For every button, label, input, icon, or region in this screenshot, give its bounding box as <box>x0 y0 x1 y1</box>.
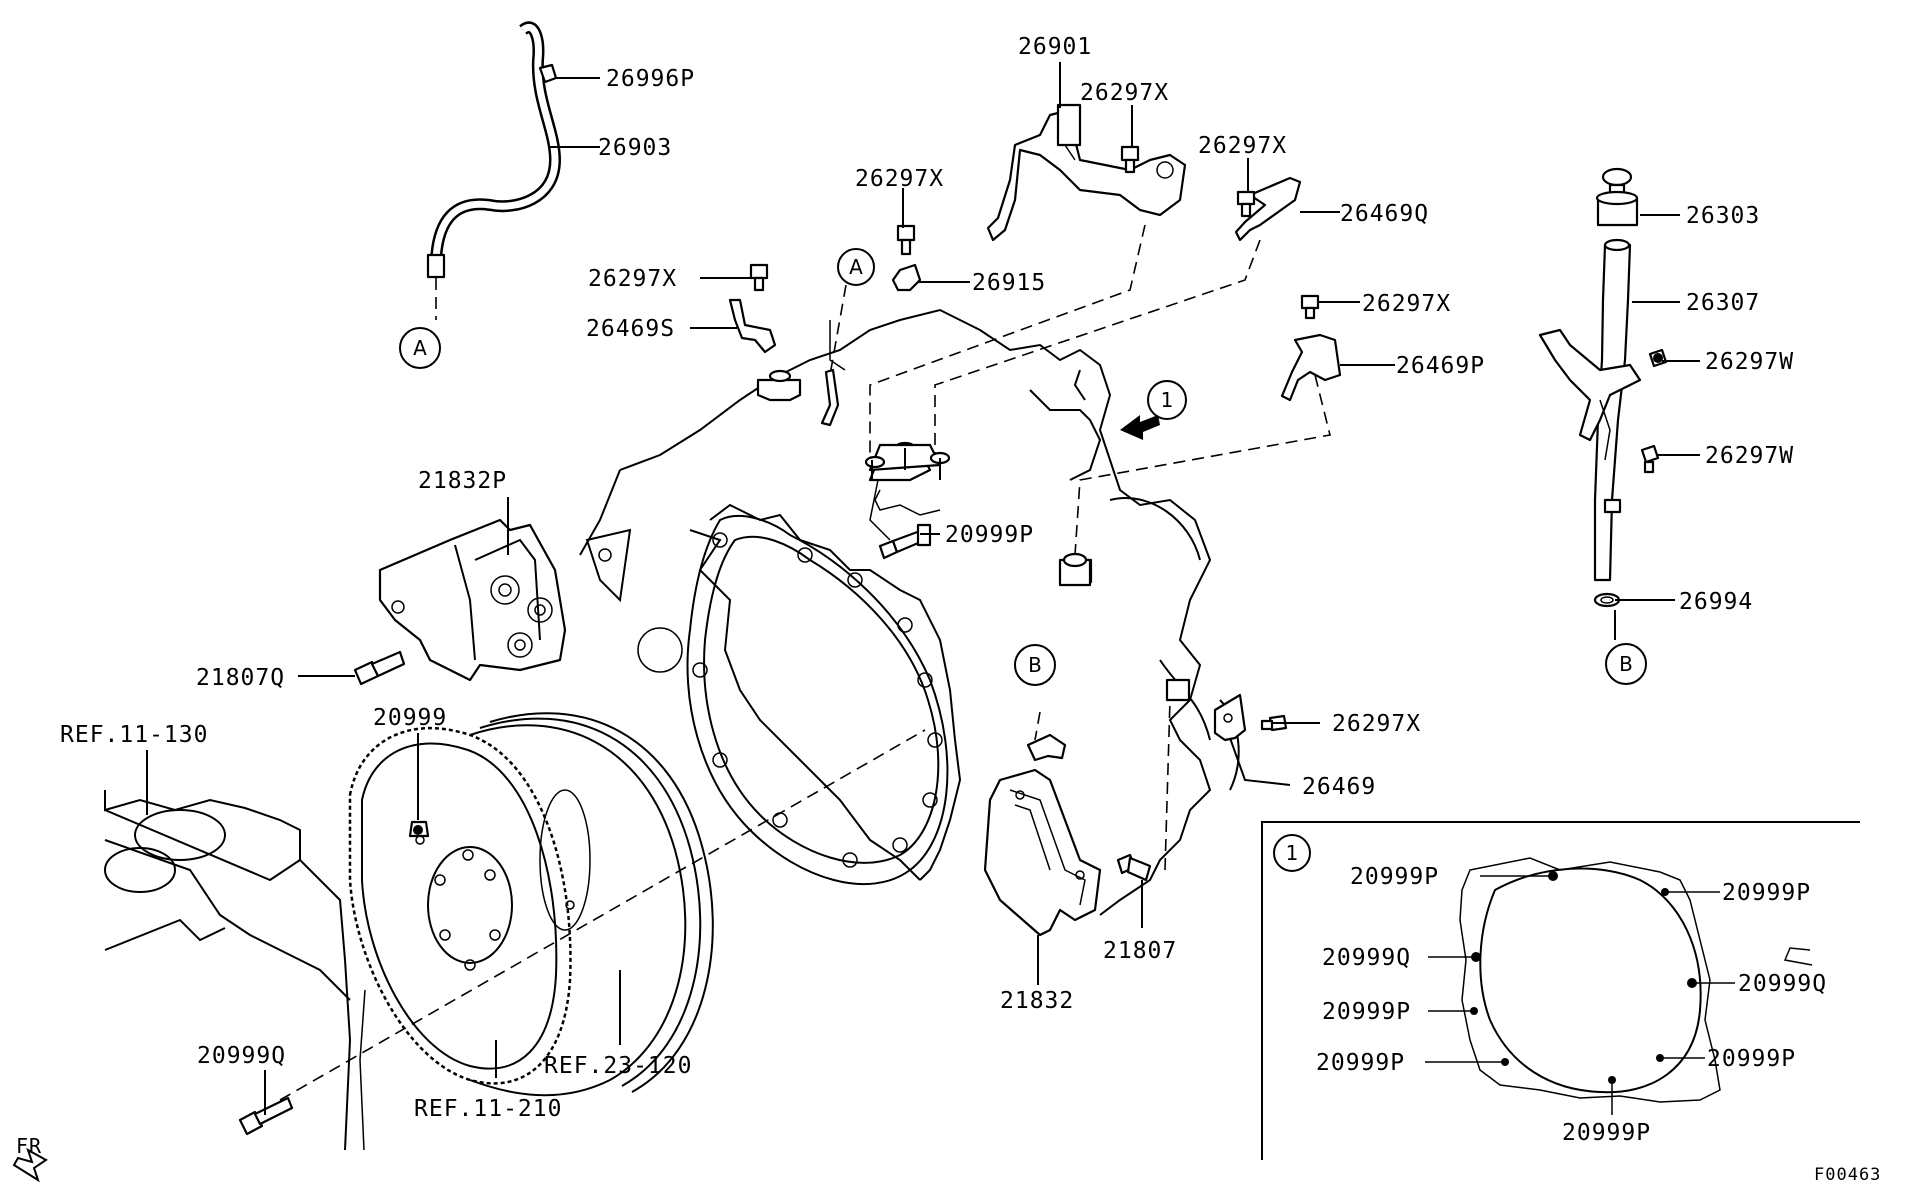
assembly-lines <box>279 224 1616 1101</box>
detail-view-1: 1 20999P 20999P 20999Q 20999Q <box>1261 821 1860 1160</box>
callout-B-right: B <box>1605 643 1647 685</box>
label-ref-11-130: REF.11-130 <box>60 722 208 748</box>
detail-label-20999P: 20999P <box>1322 999 1411 1025</box>
transmission-case <box>579 308 1240 916</box>
detail-bolt-markers <box>1470 871 1697 1084</box>
front-indicator: FR <box>12 1134 48 1183</box>
bracket-21832 <box>983 768 1102 937</box>
label-26297X: 26297X <box>855 166 944 192</box>
label-26901: 26901 <box>1018 34 1092 60</box>
detail-label-20999Q: 20999Q <box>1322 945 1411 971</box>
flywheel <box>348 726 575 1085</box>
mount-21832P <box>378 518 567 682</box>
label-20999Q: 20999Q <box>197 1043 286 1069</box>
detail-label-20999P: 20999P <box>1722 880 1811 906</box>
leader-lines <box>146 62 1700 1115</box>
label-26915: 26915 <box>972 270 1046 296</box>
callout-1-label: 1 <box>1161 388 1174 412</box>
callout-A-label: A <box>413 336 427 360</box>
label-ref-11-210: REF.11-210 <box>414 1096 562 1122</box>
callout-B-label: B <box>1028 653 1042 677</box>
label-26303: 26303 <box>1686 203 1760 229</box>
bolt-20999P-main <box>878 523 932 560</box>
dipstick-26307 <box>1538 167 1642 608</box>
bolt-21807 <box>1116 853 1152 882</box>
clip-26915 <box>891 263 922 292</box>
label-26469: 26469 <box>1302 774 1376 800</box>
bolt-20999 <box>408 820 430 838</box>
detail-label-20999P: 20999P <box>1562 1120 1651 1146</box>
bracket-26901 <box>986 103 1187 242</box>
mounting-bosses <box>756 369 1092 587</box>
view-arrow <box>1120 415 1160 440</box>
label-20999: 20999 <box>373 705 447 731</box>
detail-label-20999P: 20999P <box>1350 864 1439 890</box>
label-ref-23-120: REF.23-120 <box>544 1053 692 1079</box>
callout-B-mid: B <box>1014 644 1056 686</box>
bracket-26469P <box>1280 333 1342 402</box>
bracket-26469 <box>1213 693 1247 742</box>
label-21807Q: 21807Q <box>196 665 285 691</box>
callout-B-label: B <box>1619 652 1633 676</box>
clip-near-b <box>1026 733 1067 762</box>
diagram-id: F00463 <box>1814 1165 1881 1185</box>
label-26469P: 26469P <box>1396 353 1485 379</box>
callout-A-mid: A <box>837 248 875 286</box>
label-26307: 26307 <box>1686 290 1760 316</box>
bolts-26297W <box>1640 348 1668 474</box>
label-26297W: 26297W <box>1705 443 1794 469</box>
label-26297W: 26297W <box>1705 349 1794 375</box>
part-labels: 26996P 26903 26901 26297X 26297X 26297X … <box>60 34 1794 1122</box>
callout-1-main: 1 <box>1147 380 1187 420</box>
bracket-26469Q <box>1234 176 1302 242</box>
label-26297X: 26297X <box>1080 80 1169 106</box>
label-21832: 21832 <box>1000 988 1074 1014</box>
detail-leaders <box>1425 875 1735 1115</box>
detail-1-callout-label: 1 <box>1286 841 1299 865</box>
label-21832P: 21832P <box>418 468 507 494</box>
hose-26903 <box>426 21 562 279</box>
label-26996P: 26996P <box>606 66 695 92</box>
label-26297X: 26297X <box>1332 711 1421 737</box>
callout-A-top: A <box>399 327 441 369</box>
bolt-20999Q-main <box>238 1096 294 1136</box>
bracket-26469S <box>728 298 777 354</box>
label-26297X: 26297X <box>1198 133 1287 159</box>
label-26297X: 26297X <box>588 266 677 292</box>
label-26903: 26903 <box>598 135 672 161</box>
label-26469Q: 26469Q <box>1340 201 1429 227</box>
engine-block <box>104 790 366 1151</box>
label-26469S: 26469S <box>586 316 675 342</box>
label-21807: 21807 <box>1103 938 1177 964</box>
label-26297X: 26297X <box>1362 291 1451 317</box>
bolt-21807Q <box>353 650 406 686</box>
detail-label-20999P: 20999P <box>1316 1050 1405 1076</box>
bolts-26297X <box>749 145 1320 732</box>
torque-converter <box>469 712 714 1097</box>
label-26994: 26994 <box>1679 589 1753 615</box>
detail-label-20999Q: 20999Q <box>1738 971 1827 997</box>
detail-label-20999P: 20999P <box>1707 1046 1796 1072</box>
dipstick-tube-stub <box>820 368 840 427</box>
label-20999P: 20999P <box>945 522 1034 548</box>
callout-A-label: A <box>849 255 863 279</box>
